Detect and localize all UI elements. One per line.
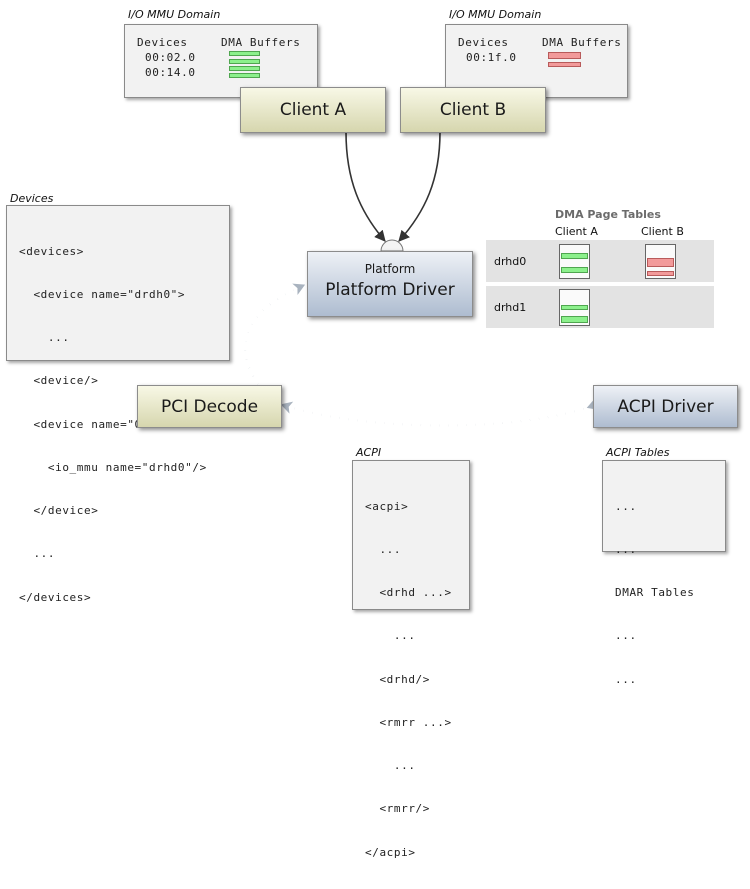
code-line: ...	[615, 499, 637, 513]
code-line: ...	[615, 543, 637, 557]
acpi-tables-panel-title: ACPI Tables	[606, 446, 670, 459]
dma-buffer	[229, 51, 260, 56]
page-table-column-client-a: Client A	[555, 225, 598, 238]
pci-to-platform-connector-arrow	[244, 283, 306, 385]
service-socket-icon	[380, 239, 404, 252]
acpi-driver-box[interactable]: ACPI Driver	[593, 385, 738, 428]
dma-buffer	[229, 59, 260, 64]
code-line: <acpi>	[365, 499, 409, 513]
code-line: <device name="drdh0">	[19, 288, 186, 302]
code-line: <device/>	[19, 374, 99, 388]
devices-column-header: Devices	[458, 36, 509, 49]
code-line: <devices>	[19, 244, 85, 258]
code-line: <drhd/>	[365, 672, 431, 686]
platform-driver-label: Platform Driver	[325, 280, 455, 300]
page-table-entry	[561, 253, 588, 259]
page-table-row-drhd1: drhd1	[486, 286, 714, 328]
pci-decode-label: PCI Decode	[160, 396, 259, 417]
iommu-domain-a-title: I/O MMU Domain	[128, 8, 221, 21]
code-line: </devices>	[19, 590, 92, 604]
dma-buffer	[229, 66, 260, 71]
connector-layer	[244, 131, 600, 427]
page-table-row-label: drhd0	[494, 255, 527, 268]
client-a-label: Client A	[279, 100, 347, 120]
iommu-domain-a-panel: Devices DMA Buffers 00:02.0 00:14.0	[124, 24, 318, 98]
code-line: ...	[365, 629, 416, 643]
dma-buffers-column-header: DMA Buffers	[542, 36, 622, 49]
acpi-tables-panel: ... ... DMAR Tables ... ...	[602, 460, 726, 686]
client-b-label: Client B	[439, 100, 507, 120]
devices-column-header: Devices	[137, 36, 188, 49]
code-line: <io_mmu name="drhd0"/>	[19, 460, 207, 474]
code-line: <rmrr ...>	[365, 715, 452, 729]
page-table-entry	[647, 271, 674, 276]
acpi-driver-label: ACPI Driver	[617, 396, 714, 417]
code-line: </device>	[19, 504, 99, 518]
iommu-domain-b-title: I/O MMU Domain	[449, 8, 542, 21]
acpi-tables-code: ... ... DMAR Tables ... ...	[615, 471, 694, 716]
devices-panel-title: Devices	[10, 192, 54, 205]
code-line: ...	[365, 759, 416, 773]
dma-buffers-column-header: DMA Buffers	[221, 36, 301, 49]
page-table-entry	[561, 305, 588, 310]
page-table-column-client-b: Client B	[641, 225, 684, 238]
platform-driver-box[interactable]: Platform Platform Driver	[307, 251, 473, 317]
page-table-row-label: drhd1	[494, 301, 527, 314]
client-a-box[interactable]: Client A	[240, 87, 386, 133]
code-line: ...	[615, 672, 637, 686]
pci-decode-box[interactable]: PCI Decode	[137, 385, 282, 428]
client-a-connector-arrow	[345, 131, 386, 242]
client-a-page-table	[559, 289, 590, 326]
iommu-domain-b-panel: Devices DMA Buffers 00:1f.0	[445, 24, 628, 98]
dma-buffer	[548, 62, 581, 67]
acpi-panel-title: ACPI	[356, 446, 382, 459]
code-line: ...	[19, 547, 56, 561]
page-table-entry	[647, 258, 674, 267]
page-table-row-drhd0: drhd0	[486, 240, 714, 282]
dma-buffer	[548, 52, 581, 59]
code-line: ...	[615, 629, 637, 643]
client-b-connector-arrow	[398, 131, 441, 242]
dma-page-tables-title: DMA Page Tables	[555, 208, 661, 221]
page-table-entry	[561, 267, 588, 273]
devices-config-panel: <devices> <device name="drdh0"> ... <dev…	[6, 205, 230, 604]
page-table-entry	[561, 316, 588, 323]
code-line: ...	[19, 331, 70, 345]
device-id: 00:14.0	[145, 66, 196, 79]
code-line: <rmrr/>	[365, 802, 431, 816]
devices-config-code: <devices> <device name="drdh0"> ... <dev…	[19, 216, 207, 634]
code-line: DMAR Tables	[615, 586, 695, 600]
acpi-config-panel: <acpi> ... <drhd ...> ... <drhd/> <rmrr …	[352, 460, 470, 859]
code-line: ...	[365, 543, 402, 557]
platform-service-label: Platform	[364, 262, 416, 276]
client-b-page-table	[645, 244, 676, 279]
acpi-to-pci-connector-arrow	[280, 398, 600, 427]
code-line: <drhd ...>	[365, 586, 452, 600]
client-a-page-table	[559, 244, 590, 279]
client-b-box[interactable]: Client B	[400, 87, 546, 133]
acpi-config-code: <acpi> ... <drhd ...> ... <drhd/> <rmrr …	[365, 471, 452, 889]
device-id: 00:02.0	[145, 51, 196, 64]
code-line: </acpi>	[365, 845, 416, 859]
device-id: 00:1f.0	[466, 51, 517, 64]
dma-buffer	[229, 73, 260, 78]
